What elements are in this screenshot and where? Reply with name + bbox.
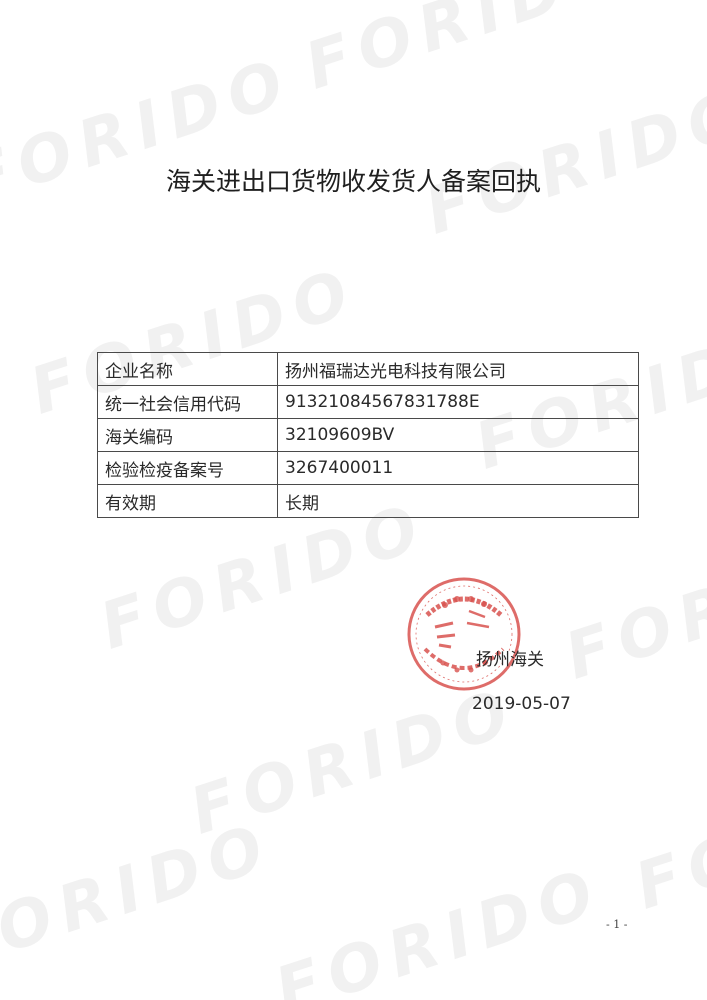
table-row: 企业名称 扬州福瑞达光电科技有限公司: [97, 352, 639, 386]
page-number: - 1 -: [606, 918, 628, 931]
table-row: 统一社会信用代码 91321084567831788E: [97, 385, 639, 419]
table-row: 有效期 长期: [97, 484, 639, 518]
watermark-text: FORIDO: [0, 809, 282, 985]
row-value: 91321084567831788E: [277, 385, 639, 419]
page-title: 海关进出口货物收发货人备案回执: [165, 167, 541, 196]
row-value: 扬州福瑞达光电科技有限公司: [277, 352, 639, 386]
watermark-text: FORIDO: [556, 519, 707, 695]
table-row: 检验检疫备案号 3267400011: [97, 451, 639, 485]
row-label: 有效期: [97, 484, 278, 518]
row-label: 统一社会信用代码: [97, 385, 278, 419]
row-label: 检验检疫备案号: [97, 451, 278, 485]
issuer-name: 扬州海关: [476, 650, 544, 670]
registration-table: 企业名称 扬州福瑞达光电科技有限公司 统一社会信用代码 913210845678…: [97, 352, 639, 518]
row-label: 海关编码: [97, 418, 278, 452]
row-value: 长期: [277, 484, 639, 518]
row-value: 32109609BV: [277, 418, 639, 452]
watermark-text: FORIDO: [626, 749, 707, 925]
row-label: 企业名称: [97, 352, 278, 386]
row-value: 3267400011: [277, 451, 639, 485]
watermark-text: FORIDO: [296, 0, 642, 105]
watermark-text: FORIDO: [266, 854, 612, 1000]
issue-date: 2019-05-07: [472, 694, 571, 714]
table-row: 海关编码 32109609BV: [97, 418, 639, 452]
official-seal-icon: [407, 577, 521, 691]
